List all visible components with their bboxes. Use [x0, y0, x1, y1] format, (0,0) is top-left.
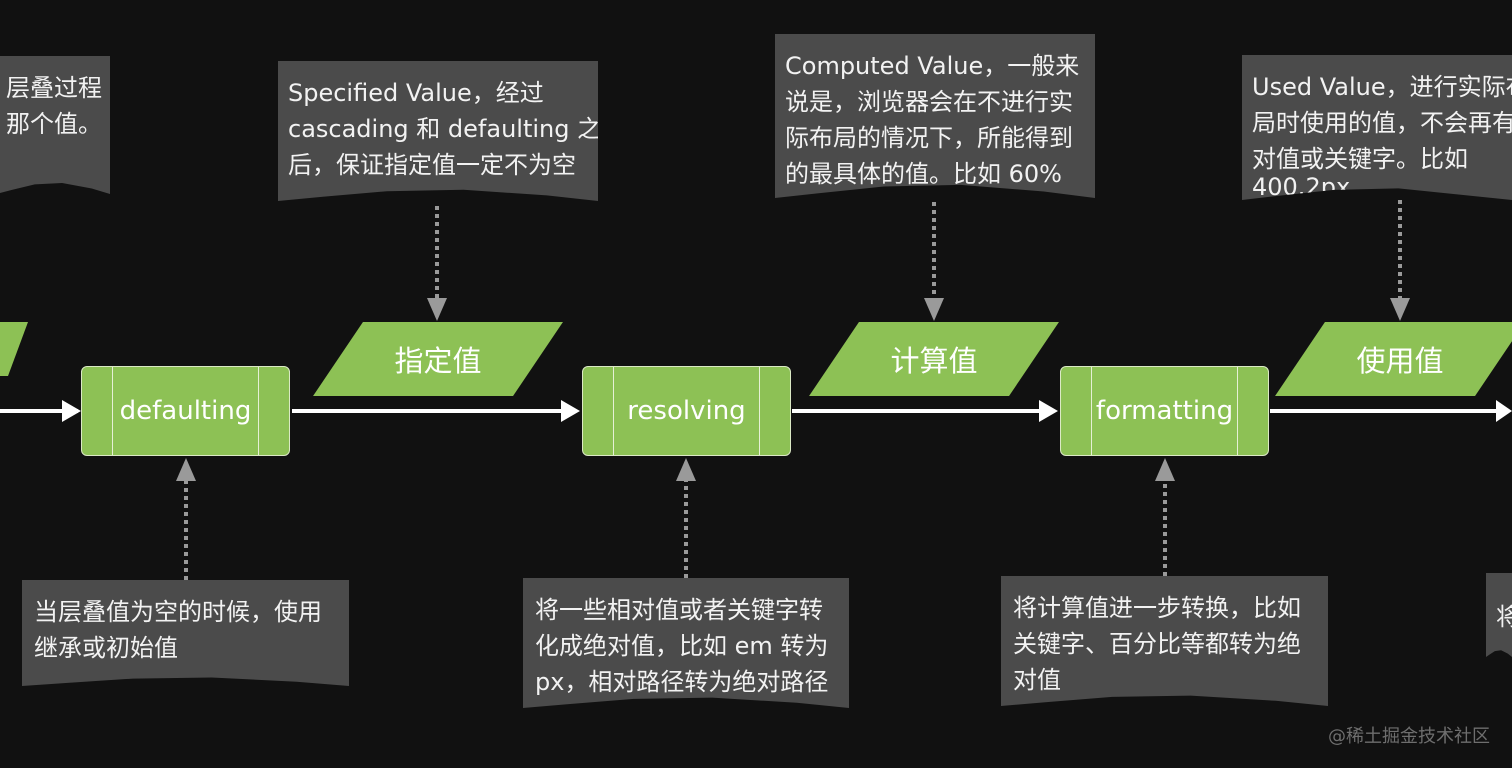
- note-line: 说是，浏览器会在不进行实: [785, 88, 1073, 116]
- note-line: 那个值。: [6, 110, 102, 138]
- value-specified-label: 指定值: [394, 344, 482, 378]
- note-specified-value: Specified Value，经过 cascading 和 defaultin…: [278, 61, 598, 201]
- note-line: 对值或关键字。比如: [1252, 145, 1468, 173]
- note-line: 层叠过程: [6, 74, 102, 102]
- process-formatting-label: formatting: [1095, 396, 1234, 426]
- process-resolving-label: resolving: [627, 396, 746, 426]
- note-line: 当层叠值为空的时候，使用: [34, 598, 322, 626]
- value-used: 使用值: [1300, 322, 1500, 396]
- note-line: 将一些相对值或者关键字转: [535, 596, 823, 624]
- value-used-label: 使用值: [1356, 344, 1444, 378]
- note-line: Specified Value，经过: [288, 79, 544, 107]
- value-computed-label: 计算值: [890, 344, 978, 378]
- note-cascade-partial: 层叠过程 那个值。: [0, 56, 110, 194]
- note-line: 对值: [1013, 666, 1061, 694]
- note-line: 局时使用的值，不会再有: [1252, 109, 1512, 137]
- note-computed-value: Computed Value，一般来 说是，浏览器会在不进行实 际布局的情况下，…: [775, 34, 1095, 198]
- process-resolving: resolving: [582, 366, 791, 456]
- note-line: 将计算值进一步转换，比如: [1013, 594, 1301, 622]
- note-line: px，相对路径转为绝对路径: [535, 668, 829, 696]
- note-line: 将: [1496, 603, 1512, 631]
- note-line: cascading 和 defaulting 之: [288, 115, 598, 143]
- process-defaulting: defaulting: [81, 366, 290, 456]
- main-flow-arrows: [0, 400, 1512, 422]
- note-line: 的最具体的值。比如 60%: [785, 160, 1062, 188]
- dotted-connectors: [184, 200, 1402, 580]
- partial-value-shape-left: [0, 322, 28, 376]
- process-defaulting-label: defaulting: [119, 396, 252, 426]
- connector-arrowheads: [176, 298, 1410, 481]
- note-line: 化成绝对值，比如 em 转为: [535, 632, 829, 660]
- watermark: @稀土掘金技术社区: [1328, 726, 1490, 747]
- note-defaulting: 当层叠值为空的时候，使用 继承或初始值: [22, 580, 349, 686]
- note-formatting: 将计算值进一步转换，比如 关键字、百分比等都转为绝 对值: [1001, 576, 1328, 706]
- process-formatting: formatting: [1060, 366, 1269, 456]
- value-computed: 计算值: [834, 322, 1034, 396]
- note-line: 关键字、百分比等都转为绝: [1013, 630, 1301, 658]
- note-bottom-right-partial: 将: [1486, 573, 1512, 657]
- note-used-value: Used Value，进行实际布 局时使用的值，不会再有 对值或关键字。比如 4…: [1242, 55, 1512, 200]
- note-line: Used Value，进行实际布: [1252, 73, 1512, 101]
- note-line: Computed Value，一般来: [785, 52, 1080, 80]
- note-line: 后，保证指定值一定不为空: [288, 151, 576, 179]
- note-resolving: 将一些相对值或者关键字转 化成绝对值，比如 em 转为 px，相对路径转为绝对路…: [523, 578, 849, 708]
- note-line: 际布局的情况下，所能得到: [785, 124, 1073, 152]
- value-specified: 指定值: [338, 322, 538, 396]
- note-line: 继承或初始值: [34, 634, 178, 662]
